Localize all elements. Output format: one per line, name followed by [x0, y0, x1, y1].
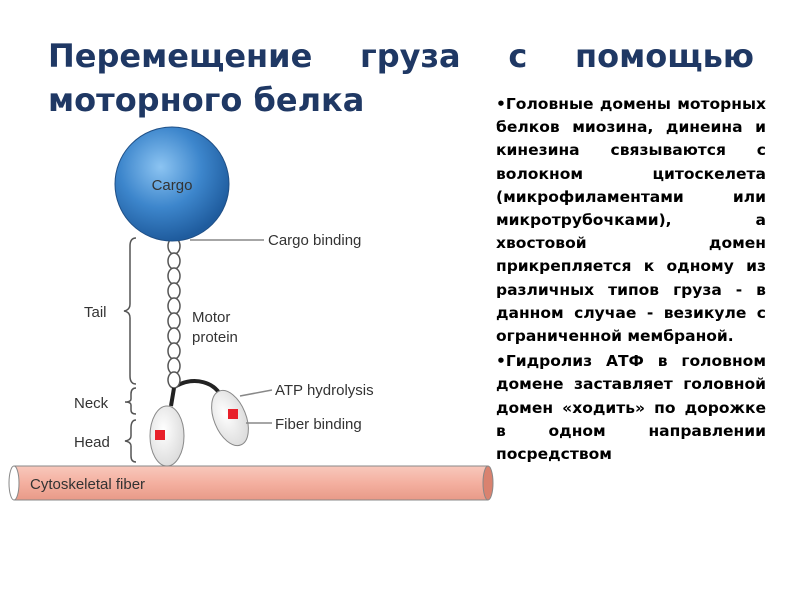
neck-label: Neck — [74, 395, 109, 412]
bullet-list: •Головные домены моторных белков миозина… — [496, 93, 766, 468]
cytoskeletal-fiber: Cytoskeletal fiber — [8, 465, 494, 501]
cargo-vesicle: Cargo — [114, 126, 230, 242]
bullet-text: Гидролиз АТФ в головном домене заставляе… — [496, 352, 766, 464]
bullet-text: Головные домены моторных белков миозина,… — [496, 95, 766, 346]
binding-site-1 — [155, 430, 165, 440]
bullet-symbol: • — [496, 352, 506, 371]
bullet-item: •Головные домены моторных белков миозина… — [496, 93, 766, 348]
label-lines — [190, 239, 273, 424]
cargo-label: Cargo — [152, 177, 193, 194]
bullet-symbol: • — [496, 95, 506, 113]
cargo-binding-label: Cargo binding — [268, 232, 361, 249]
region-brackets — [123, 237, 137, 463]
head-domain-2 — [211, 389, 249, 447]
head-domain-1 — [149, 405, 185, 467]
motor-protein-label-line2: protein — [192, 329, 238, 346]
slide-title: Перемещение груза с помощью моторного бе… — [48, 37, 754, 119]
tail-label: Tail — [84, 304, 107, 321]
binding-site-2 — [228, 409, 238, 419]
cytoskeletal-fiber-label: Cytoskeletal fiber — [30, 476, 145, 493]
bullet-item: •Гидролиз АТФ в головном домене заставля… — [496, 350, 766, 466]
motor-protein-chain — [167, 237, 181, 407]
motor-protein-label-line1: Motor — [192, 309, 230, 326]
atp-hydrolysis-label: ATP hydrolysis — [275, 382, 374, 399]
fiber-binding-label: Fiber binding — [275, 416, 362, 433]
head-label: Head — [74, 434, 110, 451]
